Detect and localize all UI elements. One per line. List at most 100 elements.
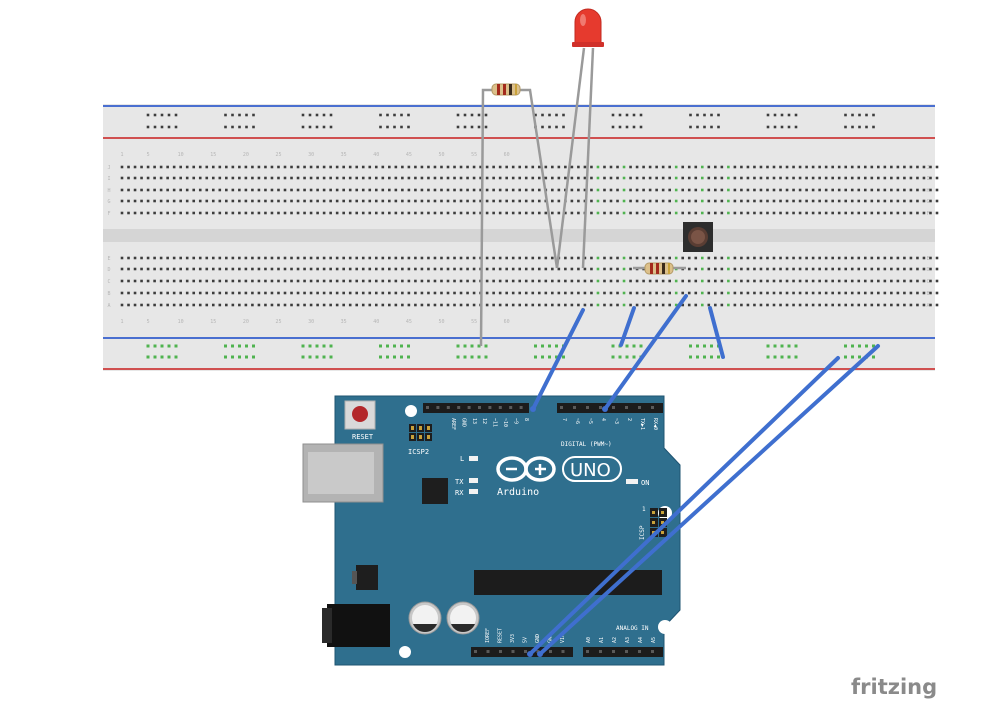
column-number: 60: [504, 319, 510, 325]
breadboard-hole: [257, 211, 261, 215]
breadboard-hole: [668, 165, 671, 169]
breadboard-hole: [485, 211, 489, 215]
breadboard-hole: [609, 279, 613, 283]
rail-hole: [611, 113, 615, 117]
breadboard-hole: [870, 165, 874, 169]
breadboard-hole: [472, 291, 476, 295]
breadboard-hole: [681, 211, 685, 215]
breadboard-hole: [335, 188, 339, 192]
breadboard-hole: [857, 176, 861, 180]
breadboard-hole: [700, 267, 704, 271]
breadboard-hole: [883, 267, 887, 271]
row-letter: F: [926, 211, 929, 217]
breadboard-hole: [544, 176, 548, 180]
breadboard-hole: [433, 256, 437, 260]
breadboard-hole: [766, 165, 769, 169]
breadboard-hole: [185, 199, 189, 203]
rail-hole: [780, 355, 784, 359]
breadboard-hole: [166, 256, 169, 260]
breadboard-hole: [844, 291, 848, 295]
breadboard-hole: [322, 176, 326, 180]
breadboard-hole: [264, 256, 267, 260]
breadboard-hole: [551, 303, 554, 307]
breadboard-hole: [127, 165, 130, 169]
breadboard-hole: [498, 199, 502, 203]
rail-hole: [174, 113, 178, 117]
breadboard-hole: [459, 188, 463, 192]
rail-hole: [146, 113, 150, 117]
breadboard-hole: [251, 267, 254, 271]
breadboard-hole: [811, 256, 815, 260]
breadboard-hole: [779, 188, 782, 192]
reset-button[interactable]: [344, 400, 376, 430]
rail-hole: [717, 125, 720, 129]
breadboard-hole: [140, 211, 143, 215]
breadboard-hole: [322, 303, 326, 307]
breadboard-hole: [609, 165, 613, 169]
breadboard-hole: [401, 176, 404, 180]
breadboard-hole: [863, 211, 867, 215]
breadboard-hole: [909, 291, 913, 295]
breadboard-hole: [837, 199, 841, 203]
breadboard-hole: [596, 165, 600, 169]
breadboard-hole: [290, 165, 293, 169]
breadboard-hole: [896, 256, 900, 260]
breadboard-hole: [159, 188, 163, 192]
rail-hole: [386, 125, 389, 129]
breadboard-hole: [146, 199, 150, 203]
column-number: 45: [406, 152, 412, 158]
digital-label: DIGITAL (PWM~): [561, 441, 612, 448]
pin-label: ~10: [502, 418, 508, 427]
breadboard-hole: [577, 165, 580, 169]
breadboard-hole: [446, 176, 450, 180]
breadboard-hole: [668, 279, 671, 283]
column-number: 35: [341, 152, 347, 158]
breadboard-hole: [251, 279, 254, 283]
breadboard-hole: [322, 165, 326, 169]
rail-hole: [548, 344, 551, 348]
rail-hole: [484, 113, 488, 117]
breadboard-hole: [818, 199, 821, 203]
breadboard-hole: [564, 291, 567, 295]
breadboard-hole: [453, 279, 456, 283]
breadboard-hole: [374, 211, 378, 215]
pin-label: A0: [586, 637, 592, 643]
breadboard-hole: [890, 165, 893, 169]
breadboard-hole: [824, 279, 828, 283]
resistor-band: [668, 263, 670, 274]
rail-hole: [766, 125, 770, 129]
breadboard-hole: [283, 256, 287, 260]
breadboard-hole: [792, 291, 795, 295]
breadboard-hole: [668, 211, 671, 215]
breadboard-hole: [733, 303, 737, 307]
breadboard-hole: [681, 176, 685, 180]
breadboard-hole: [570, 279, 574, 283]
rail-hole: [456, 355, 460, 359]
breadboard-hole: [616, 303, 619, 307]
breadboard-hole: [714, 279, 717, 283]
breadboard-hole: [811, 303, 815, 307]
breadboard-hole: [896, 188, 900, 192]
breadboard-hole: [322, 256, 326, 260]
breadboard-hole: [863, 291, 867, 295]
breadboard-hole: [453, 176, 456, 180]
header-pin-contact: [652, 521, 655, 524]
breadboard-hole: [238, 211, 241, 215]
rail-hole: [238, 344, 241, 348]
breadboard-hole: [720, 188, 724, 192]
breadboard-hole: [935, 303, 939, 307]
pin-label: A1: [599, 637, 605, 643]
breadboard-hole: [850, 303, 854, 307]
breadboard-hole: [766, 199, 769, 203]
header-socket: [509, 406, 513, 409]
breadboard-hole: [850, 165, 854, 169]
breadboard-hole: [896, 291, 900, 295]
breadboard-hole: [811, 279, 815, 283]
breadboard-hole: [603, 267, 606, 271]
breadboard-hole: [798, 303, 802, 307]
rail-hole: [393, 355, 396, 359]
breadboard-hole: [877, 188, 880, 192]
breadboard-hole: [374, 165, 378, 169]
breadboard-hole: [903, 267, 906, 271]
breadboard-hole: [479, 188, 482, 192]
